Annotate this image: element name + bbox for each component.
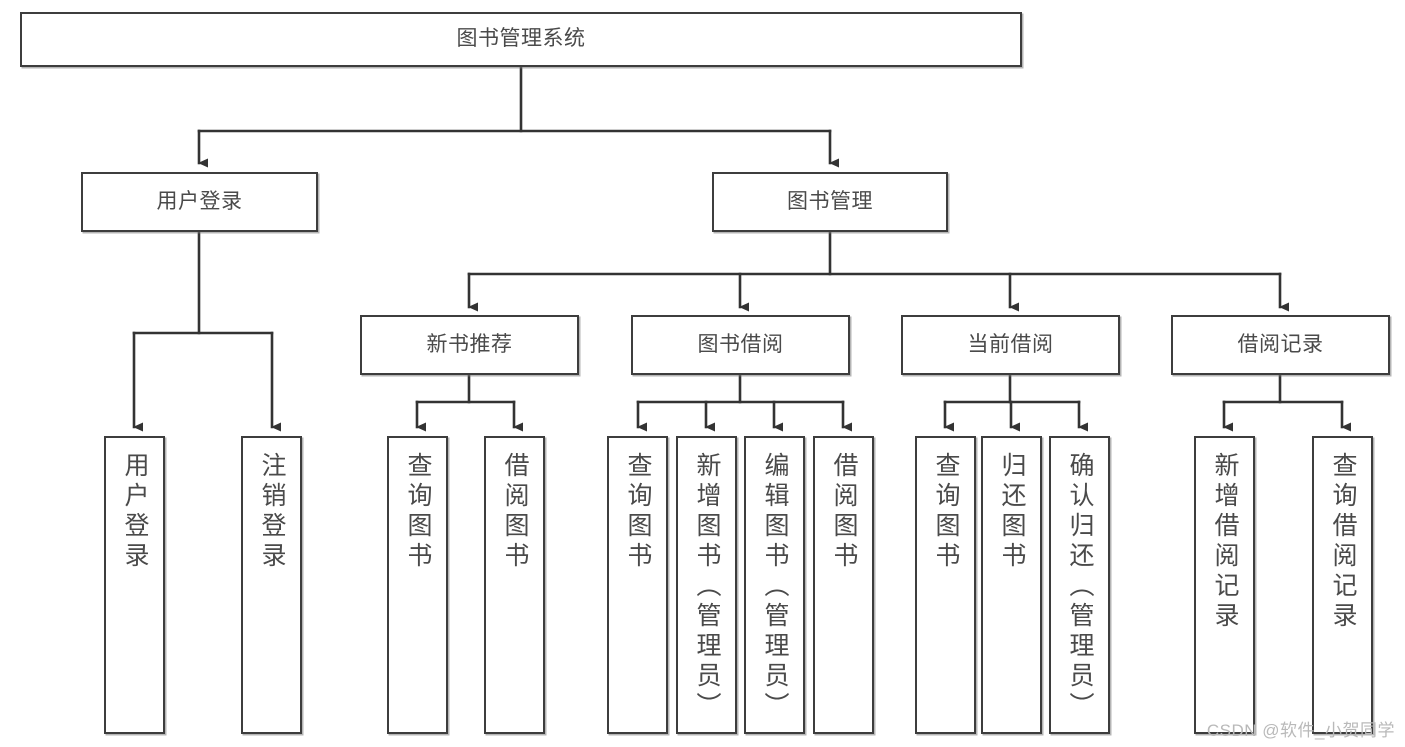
node-leaf-add-book-admin[interactable]: 新增图书（管理员） <box>676 436 737 734</box>
watermark: CSDN @软件_小贺同学 <box>1206 721 1395 740</box>
node-label: 注销登录 <box>258 452 286 572</box>
node-label: 编辑图书（管理员） <box>761 452 789 722</box>
node-label: 借阅图书 <box>830 452 858 572</box>
node-label: 借阅记录 <box>1237 332 1324 356</box>
node-leaf-query-book-current[interactable]: 查询图书 <box>915 436 976 734</box>
node-label: 查询借阅记录 <box>1329 452 1357 632</box>
node-leaf-user-login[interactable]: 用户登录 <box>104 436 165 734</box>
node-new-book-recommendation[interactable]: 新书推荐 <box>360 315 579 375</box>
node-label: 新增借阅记录 <box>1211 452 1239 632</box>
node-root-system[interactable]: 图书管理系统 <box>20 12 1022 67</box>
node-label: 用户登录 <box>121 452 149 572</box>
node-label: 确认归还（管理员） <box>1066 452 1094 722</box>
node-label: 归还图书 <box>998 452 1026 572</box>
node-borrowing-record[interactable]: 借阅记录 <box>1171 315 1390 375</box>
node-user-login[interactable]: 用户登录 <box>81 172 318 232</box>
node-leaf-edit-book-admin[interactable]: 编辑图书（管理员） <box>744 436 805 734</box>
node-label: 用户登录 <box>156 189 243 213</box>
node-label: 查询图书 <box>932 452 960 572</box>
node-label: 新增图书（管理员） <box>693 452 721 722</box>
node-label: 借阅图书 <box>501 452 529 572</box>
node-label: 当前借阅 <box>967 332 1054 356</box>
node-label: 查询图书 <box>624 452 652 572</box>
node-leaf-return-book[interactable]: 归还图书 <box>981 436 1042 734</box>
node-label: 图书借阅 <box>697 332 784 356</box>
node-label: 图书管理 <box>787 189 873 213</box>
node-label: 新书推荐 <box>426 332 513 356</box>
node-leaf-query-borrow-record[interactable]: 查询借阅记录 <box>1312 436 1373 734</box>
node-label: 图书管理系统 <box>456 27 586 51</box>
node-leaf-query-book-borrow[interactable]: 查询图书 <box>607 436 668 734</box>
node-leaf-borrow-book[interactable]: 借阅图书 <box>813 436 874 734</box>
node-current-borrowing[interactable]: 当前借阅 <box>901 315 1120 375</box>
node-leaf-borrow-book-rec[interactable]: 借阅图书 <box>484 436 545 734</box>
node-leaf-query-book-rec[interactable]: 查询图书 <box>387 436 448 734</box>
node-label: 查询图书 <box>404 452 432 572</box>
node-book-borrowing[interactable]: 图书借阅 <box>631 315 850 375</box>
node-book-management[interactable]: 图书管理 <box>712 172 948 232</box>
node-leaf-add-borrow-record[interactable]: 新增借阅记录 <box>1194 436 1255 734</box>
node-leaf-confirm-return-admin[interactable]: 确认归还（管理员） <box>1049 436 1110 734</box>
node-leaf-logout[interactable]: 注销登录 <box>241 436 302 734</box>
